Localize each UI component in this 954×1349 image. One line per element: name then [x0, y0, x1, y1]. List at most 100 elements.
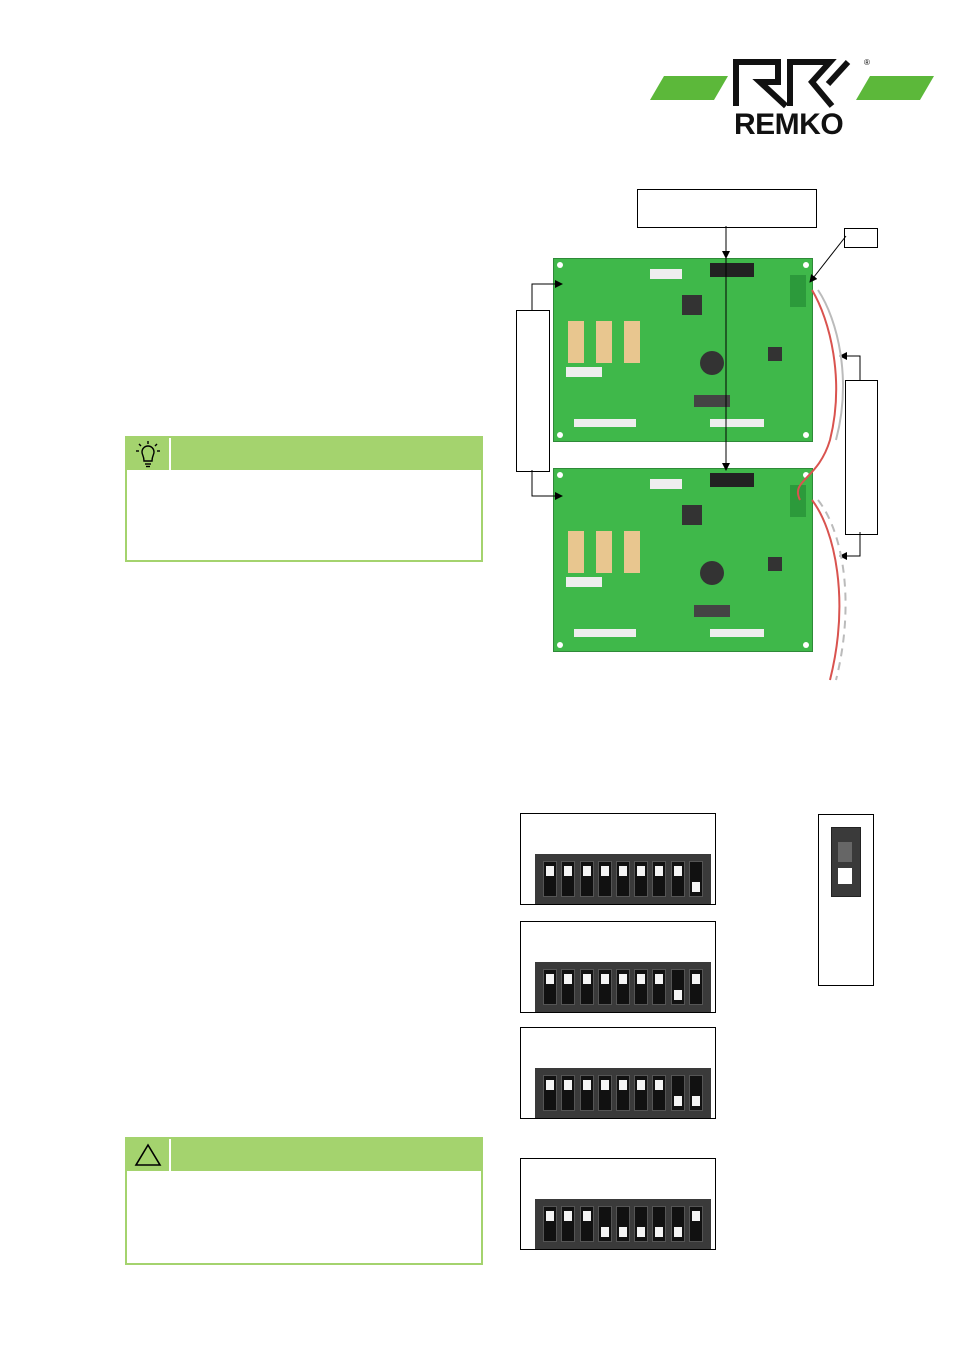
dip-switch-1 — [543, 1075, 558, 1111]
dip-switch-knob — [673, 1227, 682, 1237]
dip-switch-knob — [673, 1096, 682, 1106]
dip-switch-knob — [618, 1227, 627, 1237]
warning-note-box — [125, 1137, 483, 1265]
dip-switch-5 — [615, 1075, 630, 1111]
dip-switch-knob — [637, 866, 646, 876]
dip-switch-knob — [600, 866, 609, 876]
dip-switch-3 — [579, 1206, 594, 1242]
dip-switch-knob — [655, 1227, 664, 1237]
diagram-connectors — [531, 226, 861, 681]
dip-switch-knob — [673, 866, 682, 876]
tip-icon-cell — [127, 438, 171, 470]
dip-switch-knob — [582, 1080, 591, 1090]
logo-wordmark: REMKO — [734, 108, 844, 141]
dip-switch-4 — [597, 969, 612, 1005]
dip-switch-1 — [543, 1206, 558, 1242]
dip-switch-5 — [615, 969, 630, 1005]
dip-switch-7 — [652, 861, 667, 897]
dip-switch-knob — [582, 1211, 591, 1221]
dip-switch-7 — [652, 1206, 667, 1242]
remko-logo — [650, 52, 940, 144]
dip-switch-strip — [535, 962, 711, 1012]
single-switch-knob — [838, 868, 852, 884]
dip-switch-knob — [582, 866, 591, 876]
dip-switch-knob — [618, 866, 627, 876]
dip-switch-7 — [652, 1075, 667, 1111]
dip-switch-3 — [579, 969, 594, 1005]
warning-icon-cell — [127, 1139, 171, 1171]
dip-switch-1 — [543, 861, 558, 897]
dip-switch-5 — [615, 1206, 630, 1242]
dip-switch-3 — [579, 1075, 594, 1111]
dip-switch-knob — [564, 1211, 573, 1221]
dip-switch-knob — [618, 1080, 627, 1090]
dip-switch-1 — [543, 969, 558, 1005]
dip-switch-8 — [670, 1075, 685, 1111]
dip-switch-strip — [535, 1068, 711, 1118]
dip-switch-knob — [600, 1227, 609, 1237]
dip-switch-4 — [597, 1206, 612, 1242]
dip-switch-6 — [634, 861, 649, 897]
dip-switch-knob — [564, 974, 573, 984]
dip-switch-panel-3 — [520, 1027, 716, 1119]
circuit-board-bottom — [553, 468, 813, 652]
dip-switch-strip — [535, 1199, 711, 1249]
dip-switch-knob — [655, 866, 664, 876]
dip-switch-knob — [546, 1080, 555, 1090]
callout-box-top — [637, 189, 817, 228]
dip-switch-9 — [688, 1075, 703, 1111]
dip-switch-2 — [561, 969, 576, 1005]
callout-box-right — [845, 380, 878, 535]
dip-switch-9 — [688, 861, 703, 897]
tip-note-box — [125, 436, 483, 562]
dip-switch-knob — [673, 990, 682, 1000]
dip-switch-knob — [637, 1227, 646, 1237]
dip-switch-4 — [597, 1075, 612, 1111]
dip-switch-panel-4 — [520, 1158, 716, 1250]
dip-switch-knob — [564, 1080, 573, 1090]
callout-box-left — [516, 310, 550, 472]
dip-switch-knob — [618, 974, 627, 984]
dip-switch-knob — [637, 974, 646, 984]
dip-switch-knob — [546, 1211, 555, 1221]
single-switch-panel — [818, 814, 874, 986]
dip-switch-knob — [600, 1080, 609, 1090]
dip-switch-6 — [634, 1206, 649, 1242]
warning-triangle-icon — [134, 1143, 162, 1166]
dip-switch-knob — [655, 1080, 664, 1090]
dip-switch-knob — [691, 882, 700, 892]
dip-switch-5 — [615, 861, 630, 897]
registered-mark: ® — [864, 58, 870, 67]
dip-switch-knob — [637, 1080, 646, 1090]
dip-switch-knob — [691, 974, 700, 984]
dip-switch-7 — [652, 969, 667, 1005]
dip-switch-strip — [535, 854, 711, 904]
dip-switch-knob — [691, 1211, 700, 1221]
single-switch — [831, 827, 861, 897]
dip-switch-2 — [561, 1075, 576, 1111]
dip-switch-8 — [670, 861, 685, 897]
dip-switch-9 — [688, 1206, 703, 1242]
dip-switch-2 — [561, 861, 576, 897]
dip-switch-2 — [561, 1206, 576, 1242]
dip-switch-knob — [655, 974, 664, 984]
dip-switch-4 — [597, 861, 612, 897]
dip-switch-8 — [670, 1206, 685, 1242]
dip-switch-knob — [691, 1096, 700, 1106]
dip-switch-6 — [634, 969, 649, 1005]
dip-switch-8 — [670, 969, 685, 1005]
warning-note-header — [127, 1139, 481, 1171]
dip-switch-3 — [579, 861, 594, 897]
dip-switch-knob — [546, 866, 555, 876]
circuit-board-top — [553, 258, 813, 442]
dip-switch-panel-2 — [520, 921, 716, 1013]
dip-switch-knob — [582, 974, 591, 984]
dip-switch-knob — [546, 974, 555, 984]
dip-switch-knob — [564, 866, 573, 876]
dip-switch-9 — [688, 969, 703, 1005]
lightbulb-icon — [136, 441, 160, 468]
tip-note-header — [127, 438, 481, 470]
dip-switch-6 — [634, 1075, 649, 1111]
dip-switch-panel-1 — [520, 813, 716, 905]
dip-switch-knob — [600, 974, 609, 984]
